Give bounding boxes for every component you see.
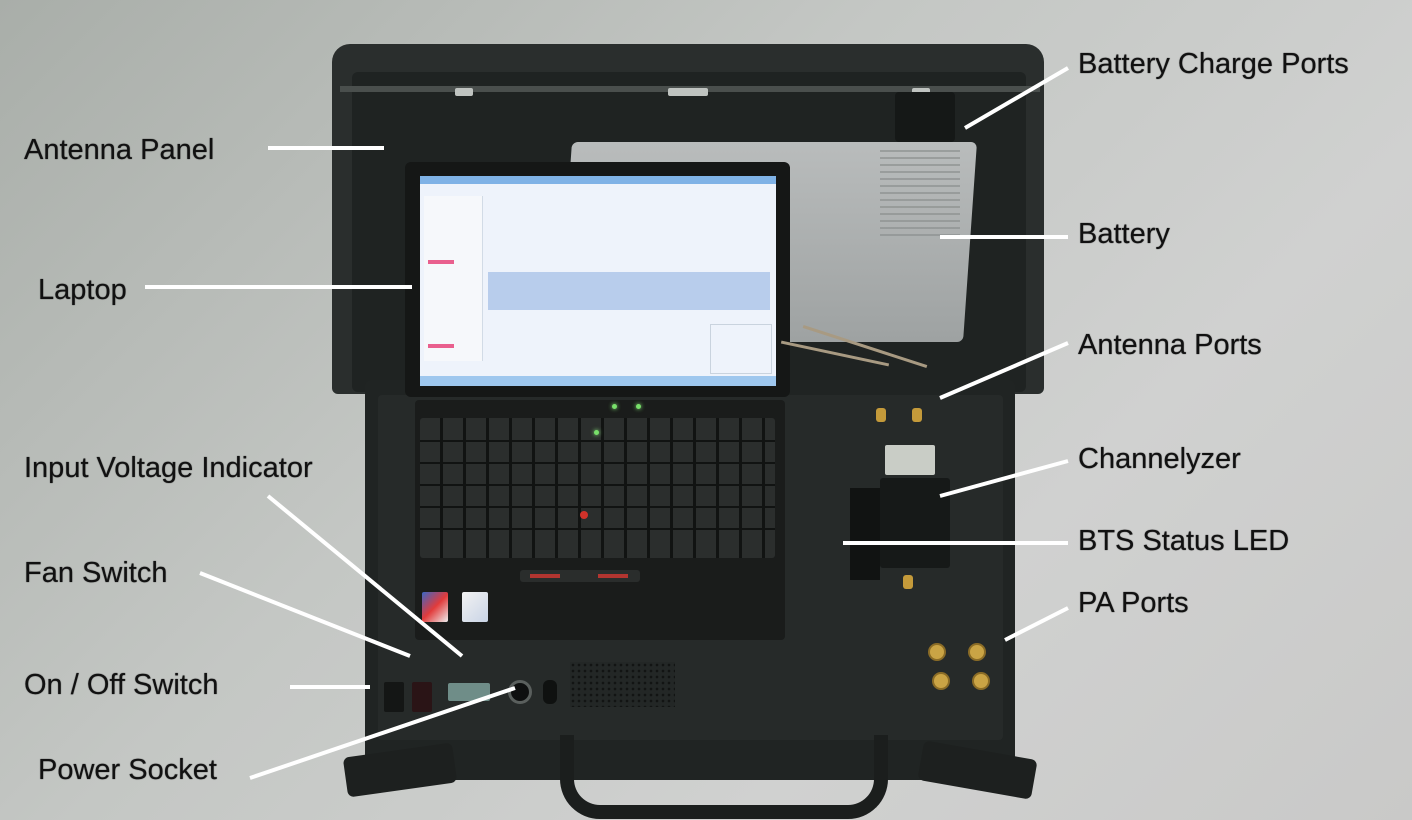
key-row-divider [420,440,775,442]
mouse-buttons [520,570,640,582]
key-row-divider [420,462,775,464]
trackpoint [580,511,588,519]
label-battery-charge-ports: Battery Charge Ports [1078,48,1349,80]
input-voltage-indicator [448,683,490,701]
screen-band [488,272,770,310]
laptop-status-led [612,404,617,409]
screen-taskbar [420,376,776,386]
windows-sticker-icon [462,592,488,622]
mouse-button-right [598,574,628,578]
fan-switch [412,682,432,712]
label-fan-switch: Fan Switch [24,557,168,589]
label-bts-status-led: BTS Status LED [1078,525,1290,557]
laptop-screen [420,176,776,386]
label-on-off-switch: On / Off Switch [24,669,219,701]
control-knob [543,680,557,704]
screen-titlebar [420,176,776,184]
case-latch-right [917,740,1038,800]
pa-port [968,643,986,661]
label-power-socket: Power Socket [38,754,217,786]
channelyzer [880,478,950,568]
fan-grille [570,662,675,707]
label-channelyzer: Channelyzer [1078,443,1241,475]
pa-port [972,672,990,690]
screen-sidebar [424,196,483,361]
laptop-status-led [636,404,641,409]
rf-connector [903,575,913,589]
key-row-divider [420,506,775,508]
power-socket [508,680,532,704]
case-latch-left [342,742,458,798]
on-off-switch [384,682,404,712]
label-battery: Battery [1078,218,1170,250]
battery-label [880,150,960,240]
screen-highlight [428,260,454,264]
mouse-button-left [530,574,560,578]
screen-highlight [428,344,454,348]
antenna-port [876,408,886,422]
screen-panel [710,324,772,374]
label-pa-ports: PA Ports [1078,587,1189,619]
label-antenna-panel: Antenna Panel [24,134,215,166]
lid-hinge [668,88,708,96]
key-row-divider [420,484,775,486]
pa-port [932,672,950,690]
key-row-divider [420,528,775,530]
label-antenna-ports: Antenna Ports [1078,329,1262,361]
sticker-icon [422,592,448,622]
label-laptop: Laptop [38,274,127,306]
bts-module [850,488,880,580]
antenna-port [912,408,922,422]
pa-port [928,643,946,661]
db9-connector [885,445,935,475]
battery-charge-ports [895,92,955,142]
laptop-keyboard [420,418,775,558]
carry-handle [560,735,888,819]
lid-hinge [455,88,473,96]
label-input-voltage-indicator: Input Voltage Indicator [24,452,313,484]
keyboard-led [594,430,599,435]
